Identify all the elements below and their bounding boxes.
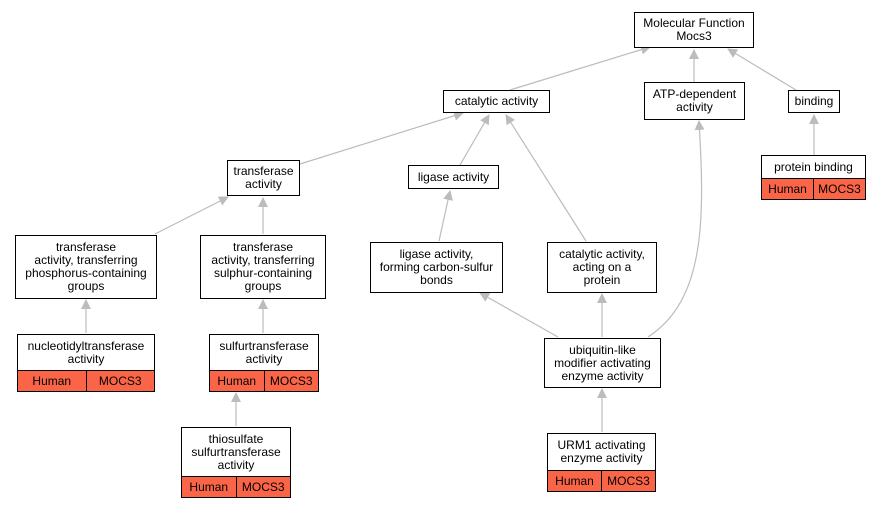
node-sulfurtransferase[interactable]: sulfurtransferase activity Human MOCS3 [209, 334, 319, 392]
node-ligase-activity[interactable]: ligase activity [408, 165, 499, 189]
annotation-row: Human MOCS3 [548, 470, 655, 491]
edge-trphos-to-transferase [154, 196, 229, 235]
edge-ubiq-to-ligcs [479, 292, 559, 338]
annotation-row: Human MOCS3 [18, 370, 154, 391]
edge-catprot-to-catalytic [505, 114, 587, 242]
node-label: ligase activity [417, 169, 490, 184]
annotation-species: Human [18, 371, 86, 391]
node-transferase-activity[interactable]: transferase activity [227, 160, 300, 196]
node-label: nucleotidyltransferase activity [27, 338, 145, 366]
node-protein-binding[interactable]: protein binding Human MOCS3 [761, 155, 866, 200]
node-atp-dependent-activity[interactable]: ATP-dependent activity [644, 82, 745, 120]
node-binding[interactable]: binding [788, 90, 840, 113]
node-label: sulfurtransferase activity [219, 338, 309, 366]
node-nucleotidyltransferase[interactable]: nucleotidyltransferase activity Human MO… [17, 334, 155, 392]
annotation-gene: MOCS3 [235, 477, 290, 497]
node-transferase-phosphorus[interactable]: transferase activity, transferring phosp… [15, 235, 157, 299]
annotation-species: Human [762, 179, 813, 199]
node-catalytic-activity[interactable]: catalytic activity [443, 90, 550, 113]
annotation-gene: MOCS3 [813, 179, 865, 199]
node-label: ATP-dependent activity [652, 87, 737, 114]
node-label: ligase activity, forming carbon-sulfur b… [379, 247, 494, 287]
edge-ubiq-to-atp [647, 120, 705, 338]
node-label: binding [794, 94, 834, 108]
node-ubiquitin-like-activating[interactable]: ubiquitin-like modifier activating enzym… [544, 338, 661, 388]
node-label: transferase activity, transferring sulph… [211, 240, 315, 293]
node-urm1-activating[interactable]: URM1 activating enzyme activity Human MO… [547, 433, 656, 492]
node-transferase-sulphur[interactable]: transferase activity, transferring sulph… [200, 235, 326, 299]
node-label: thiosulfate sulfurtransferase activity [191, 431, 281, 472]
node-thiosulfate-sulfurtransferase[interactable]: thiosulfate sulfurtransferase activity H… [181, 427, 291, 498]
edge-binding-to-mf [727, 48, 797, 91]
annotation-row: Human MOCS3 [210, 370, 318, 391]
annotation-species: Human [182, 477, 236, 497]
node-label: catalytic activity [454, 94, 539, 108]
edge-transferase-to-catalytic [299, 110, 464, 165]
annotation-species: Human [548, 471, 601, 491]
node-label: URM1 activating enzyme activity [557, 438, 646, 465]
node-molecular-function[interactable]: Molecular Function Mocs3 [634, 12, 754, 48]
node-catalytic-acting-on-protein[interactable]: catalytic activity, acting on a protein [547, 242, 657, 293]
annotation-row: Human MOCS3 [762, 178, 865, 199]
node-label: transferase activity [233, 164, 294, 191]
annotation-gene: MOCS3 [85, 371, 154, 391]
node-label: ubiquitin-like modifier activating enzym… [554, 342, 651, 383]
annotation-row: Human MOCS3 [182, 476, 290, 497]
edge-catalytic-to-mf [509, 44, 651, 91]
node-label: protein binding [774, 159, 853, 174]
node-label: catalytic activity, acting on a protein [559, 247, 645, 287]
annotation-species: Human [210, 371, 264, 391]
edge-ligase-to-catalytic [459, 114, 490, 166]
edge-ligcs-to-ligase [438, 190, 453, 242]
node-ligase-carbon-sulfur[interactable]: ligase activity, forming carbon-sulfur b… [370, 242, 503, 293]
node-label: Molecular Function Mocs3 [643, 16, 745, 43]
annotation-gene: MOCS3 [601, 471, 655, 491]
node-label: transferase activity, transferring phosp… [25, 240, 147, 293]
annotation-gene: MOCS3 [263, 371, 318, 391]
